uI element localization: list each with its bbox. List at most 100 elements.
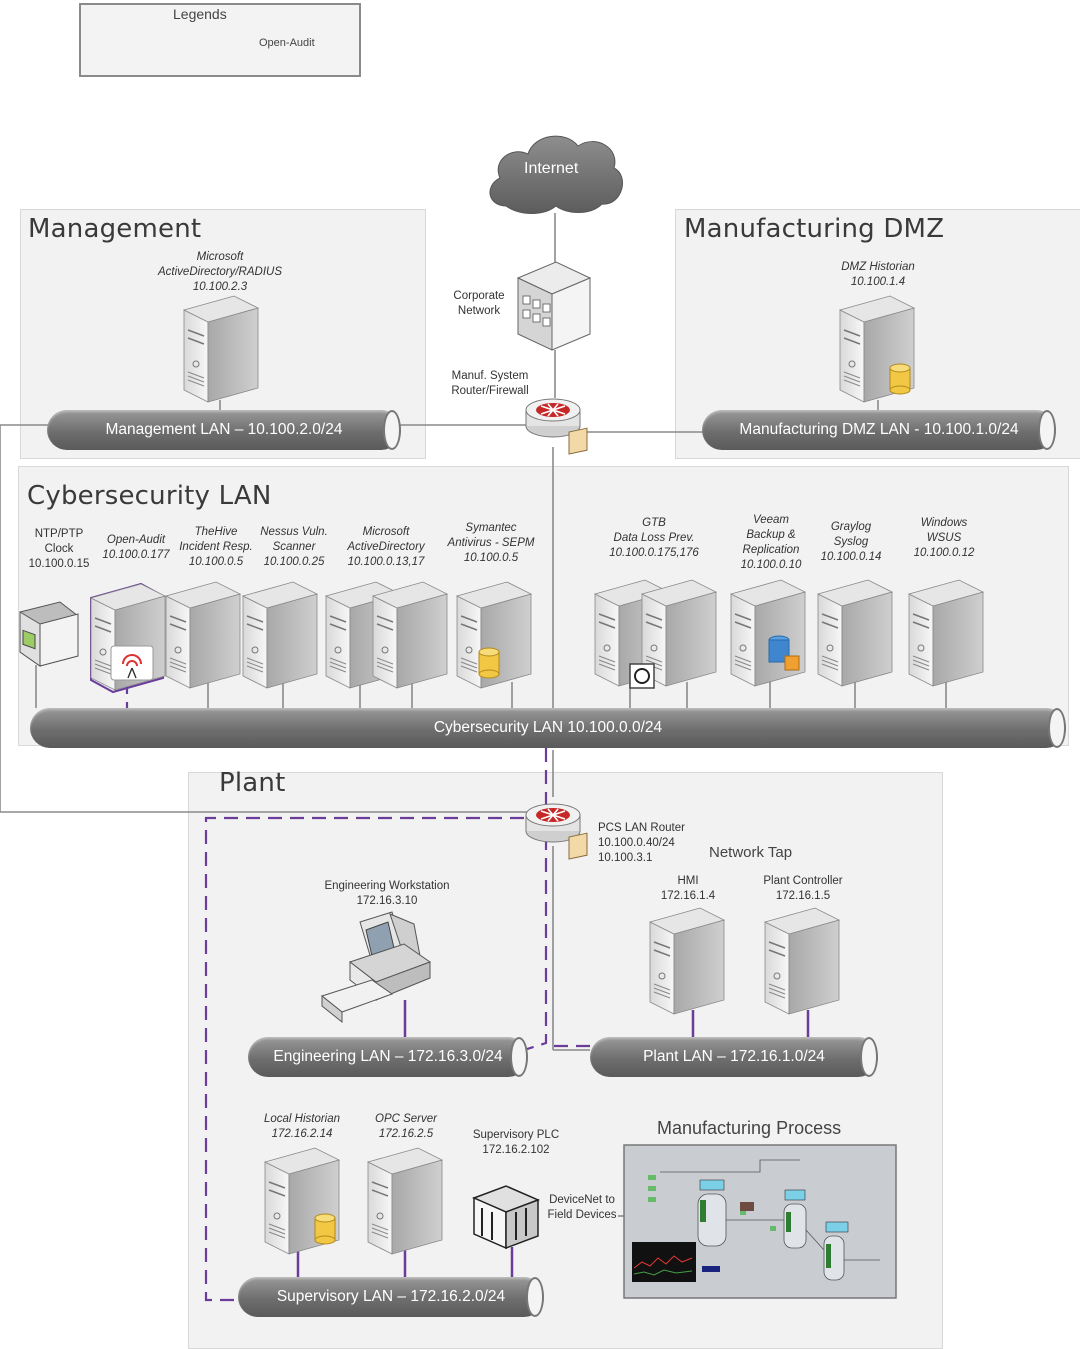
manufacturing-process-title: Manufacturing Process bbox=[657, 1118, 842, 1138]
openaudit-server-icon bbox=[90, 582, 166, 694]
cyber-device-label-nessus: Nessus Vuln. Scanner 10.100.0.25 bbox=[250, 525, 338, 570]
thehive-ip: 10.100.0.5 bbox=[188, 556, 244, 568]
plant-controller-name: Plant Controller bbox=[763, 875, 843, 887]
hmi-server-icon bbox=[649, 907, 725, 1015]
thehive-server-icon bbox=[165, 581, 241, 689]
supervisory-plc-ip: 172.16.2.102 bbox=[482, 1144, 550, 1156]
hmi-label: HMI 172.16.1.4 bbox=[648, 874, 728, 904]
dmz-title: Manufacturing DMZ bbox=[684, 214, 945, 244]
management-title: Management bbox=[28, 214, 202, 244]
dmz-historian-server-icon bbox=[839, 295, 915, 403]
supervisory-plc-label: Supervisory PLC 172.16.2.102 bbox=[466, 1128, 566, 1158]
engineering-lan: Engineering LAN – 172.16.3.0/24 bbox=[248, 1037, 528, 1077]
gtb-appliance-icon bbox=[629, 663, 655, 689]
local-historian-server-icon bbox=[264, 1147, 340, 1255]
ntp-clock-icon bbox=[19, 601, 79, 667]
ad-ip: 10.100.0.13,17 bbox=[347, 556, 425, 568]
pipe-cap bbox=[1038, 410, 1056, 450]
firewall-router-icon bbox=[525, 398, 588, 455]
legend-panel bbox=[79, 3, 361, 77]
eng-ws-ip: 172.16.3.10 bbox=[356, 895, 418, 907]
symantec-l2: Antivirus - SEPM bbox=[447, 537, 535, 549]
devicenet-label: DeviceNet to Field Devices bbox=[547, 1194, 617, 1221]
manufacturing-process-screen bbox=[623, 1144, 897, 1299]
plant-title: Plant bbox=[219, 768, 286, 798]
internet-label: Internet bbox=[524, 160, 579, 177]
plant-controller-label: Plant Controller 172.16.1.5 bbox=[752, 874, 854, 904]
pcs-router-label: PCS LAN Router 10.100.0.40/24 10.100.3.1 bbox=[598, 821, 708, 866]
nessus-server-icon bbox=[242, 581, 318, 689]
gtb-l1: GTB bbox=[642, 517, 666, 529]
cyber-device-label-thehive: TheHive Incident Resp. 10.100.0.5 bbox=[172, 525, 260, 570]
hmi-ip: 172.16.1.4 bbox=[660, 890, 716, 902]
nessus-l2: Scanner bbox=[272, 541, 316, 553]
cyber-device-label-veeam: Veeam Backup & Replication 10.100.0.10 bbox=[728, 513, 814, 573]
cyber-title: Cybersecurity LAN bbox=[27, 481, 272, 511]
gtb-l2: Data Loss Prev. bbox=[613, 532, 695, 544]
symantec-l1: Symantec bbox=[465, 522, 517, 534]
nessus-ip: 10.100.0.25 bbox=[263, 556, 325, 568]
pipe-cap bbox=[860, 1037, 878, 1077]
firewall-label: Manuf. System Router/Firewall bbox=[451, 370, 529, 397]
supervisory-plc-icon bbox=[472, 1185, 540, 1250]
veeam-ip: 10.100.0.10 bbox=[740, 559, 802, 571]
ntp-l2: Clock bbox=[44, 543, 74, 555]
ad-server-2-icon bbox=[372, 581, 448, 689]
graylog-ip: 10.100.0.14 bbox=[820, 551, 882, 563]
pcs-router-icon bbox=[525, 803, 588, 860]
wsus-l1: Windows bbox=[920, 517, 968, 529]
cyber-lan: Cybersecurity LAN 10.100.0.0/24 bbox=[30, 708, 1066, 748]
graylog-l1: Graylog bbox=[830, 521, 872, 533]
pipe-cap bbox=[510, 1037, 528, 1077]
plant-controller-ip: 172.16.1.5 bbox=[775, 890, 831, 902]
cyber-device-label-symantec: Symantec Antivirus - SEPM 10.100.0.5 bbox=[440, 521, 542, 566]
opc-server-ip: 172.16.2.5 bbox=[378, 1128, 434, 1140]
pipe-cap bbox=[526, 1277, 544, 1317]
thehive-l1: TheHive bbox=[194, 526, 238, 538]
management-lan: Management LAN – 10.100.2.0/24 bbox=[47, 410, 401, 450]
hmi-name: HMI bbox=[677, 875, 699, 887]
graylog-server-icon bbox=[817, 579, 893, 687]
cyber-device-label-wsus: Windows WSUS 10.100.0.12 bbox=[902, 516, 986, 561]
network-tap-label: Network Tap bbox=[709, 844, 793, 861]
cyber-device-label-ntp: NTP/PTP Clock 10.100.0.15 bbox=[18, 527, 100, 572]
opc-server-name: OPC Server bbox=[375, 1113, 437, 1125]
wsus-l2: WSUS bbox=[926, 532, 962, 544]
plant-lan: Plant LAN – 172.16.1.0/24 bbox=[590, 1037, 878, 1077]
veeam-server-icon bbox=[730, 579, 806, 687]
pipe-cap bbox=[383, 410, 401, 450]
nessus-l1: Nessus Vuln. bbox=[260, 526, 328, 538]
legend-item-openaudit: Open-Audit bbox=[259, 37, 315, 49]
management-ad-server-icon bbox=[183, 295, 259, 403]
management-ad-name-1: Microsoft bbox=[196, 251, 244, 263]
legend-title: Legends bbox=[173, 6, 227, 22]
dmz-historian-label: DMZ Historian 10.100.1.4 bbox=[818, 260, 938, 290]
cyber-device-label-ad: Microsoft ActiveDirectory 10.100.0.13,17 bbox=[336, 525, 436, 570]
supervisory-plc-name: Supervisory PLC bbox=[472, 1129, 560, 1141]
corporate-network-label: Corporate Network bbox=[453, 290, 505, 317]
cyber-device-label-openaudit: Open-Audit 10.100.0.177 bbox=[94, 533, 178, 563]
openaudit-ip: 10.100.0.177 bbox=[102, 549, 170, 561]
pipe-cap bbox=[1048, 708, 1066, 748]
management-ad-ip: 10.100.2.3 bbox=[192, 281, 248, 293]
wsus-server-icon bbox=[908, 579, 984, 687]
eng-ws-name: Engineering Workstation bbox=[324, 880, 450, 892]
corporate-building-icon bbox=[516, 261, 592, 351]
graylog-l2: Syslog bbox=[833, 536, 869, 548]
opc-server-label: OPC Server 172.16.2.5 bbox=[360, 1112, 452, 1142]
symantec-ip: 10.100.0.5 bbox=[463, 552, 519, 564]
ad-l1: Microsoft bbox=[362, 526, 410, 538]
management-lan-label: Management LAN – 10.100.2.0/24 bbox=[105, 421, 343, 438]
local-historian-name: Local Historian bbox=[263, 1113, 341, 1125]
openaudit-l1: Open-Audit bbox=[106, 534, 166, 546]
plant-lan-label: Plant LAN – 172.16.1.0/24 bbox=[643, 1048, 825, 1065]
internet-cloud-icon bbox=[489, 135, 623, 214]
ntp-ip: 10.100.0.15 bbox=[28, 558, 90, 570]
engineering-lan-label: Engineering LAN – 172.16.3.0/24 bbox=[273, 1048, 503, 1065]
ntp-l1: NTP/PTP bbox=[34, 528, 84, 540]
pcs-router-ip1: 10.100.0.40/24 bbox=[598, 837, 675, 849]
management-ad-name-2: ActiveDirectory/RADIUS bbox=[158, 266, 282, 278]
eng-ws-label: Engineering Workstation 172.16.3.10 bbox=[310, 879, 464, 909]
cyber-device-label-graylog: Graylog Syslog 10.100.0.14 bbox=[810, 520, 892, 565]
